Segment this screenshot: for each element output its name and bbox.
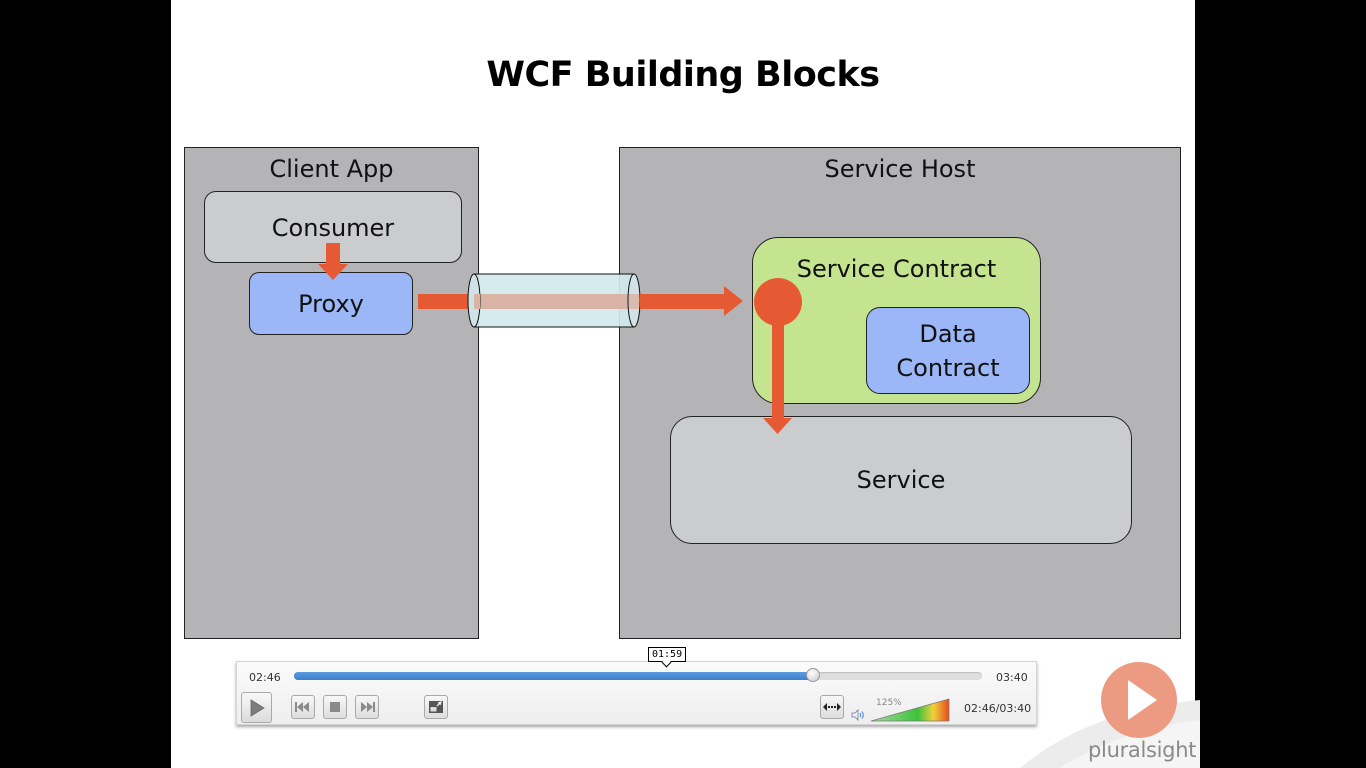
volume-percent: 125% <box>876 698 902 708</box>
minimize-window-icon <box>429 701 443 713</box>
slide: WCF Building Blocks Client App Consumer … <box>171 0 1195 768</box>
play-icon <box>250 698 265 717</box>
consumer-box: Consumer <box>204 191 462 263</box>
pluralsight-wordmark: pluralsight <box>1088 738 1197 762</box>
client-app-label: Client App <box>269 155 394 183</box>
volume-slider[interactable] <box>870 698 952 722</box>
data-contract-label-line1: Data <box>919 319 977 348</box>
play-button[interactable] <box>241 692 272 723</box>
skip-back-icon <box>295 702 309 712</box>
picture-in-picture-button[interactable] <box>424 695 448 719</box>
elapsed-time: 02:46 <box>249 671 281 684</box>
channel-tube <box>467 273 641 328</box>
seek-bar-progress <box>294 672 814 680</box>
skip-forward-icon <box>361 702 375 712</box>
previous-button[interactable] <box>291 695 315 719</box>
resize-horizontal-icon <box>823 703 841 711</box>
volume-level-fill <box>870 698 950 722</box>
play-logo-icon <box>1101 662 1177 738</box>
pluralsight-logo <box>1020 662 1200 768</box>
data-contract-box: Data Contract <box>866 307 1030 394</box>
stop-button[interactable] <box>323 695 347 719</box>
stop-icon <box>330 702 340 712</box>
speaker-icon[interactable] <box>851 708 865 726</box>
seek-bar-handle[interactable] <box>806 668 821 682</box>
total-time: 03:40 <box>996 671 1028 684</box>
data-contract-label-line2: Contract <box>896 353 1000 382</box>
proxy-box: Proxy <box>249 272 413 335</box>
seek-bar[interactable] <box>294 668 982 682</box>
next-button[interactable] <box>355 695 379 719</box>
seek-hover-tooltip: 01:59 <box>648 647 687 662</box>
fit-to-width-button[interactable] <box>820 695 844 719</box>
time-readout: 02:46/03:40 <box>964 702 1032 715</box>
service-contract-label: Service Contract <box>796 255 997 283</box>
media-player-controls: 02:46 03:40 125% 02:46/03:40 <box>236 661 1037 725</box>
service-box: Service <box>670 416 1132 544</box>
slide-title: WCF Building Blocks <box>486 55 880 95</box>
service-host-label: Service Host <box>824 155 976 183</box>
